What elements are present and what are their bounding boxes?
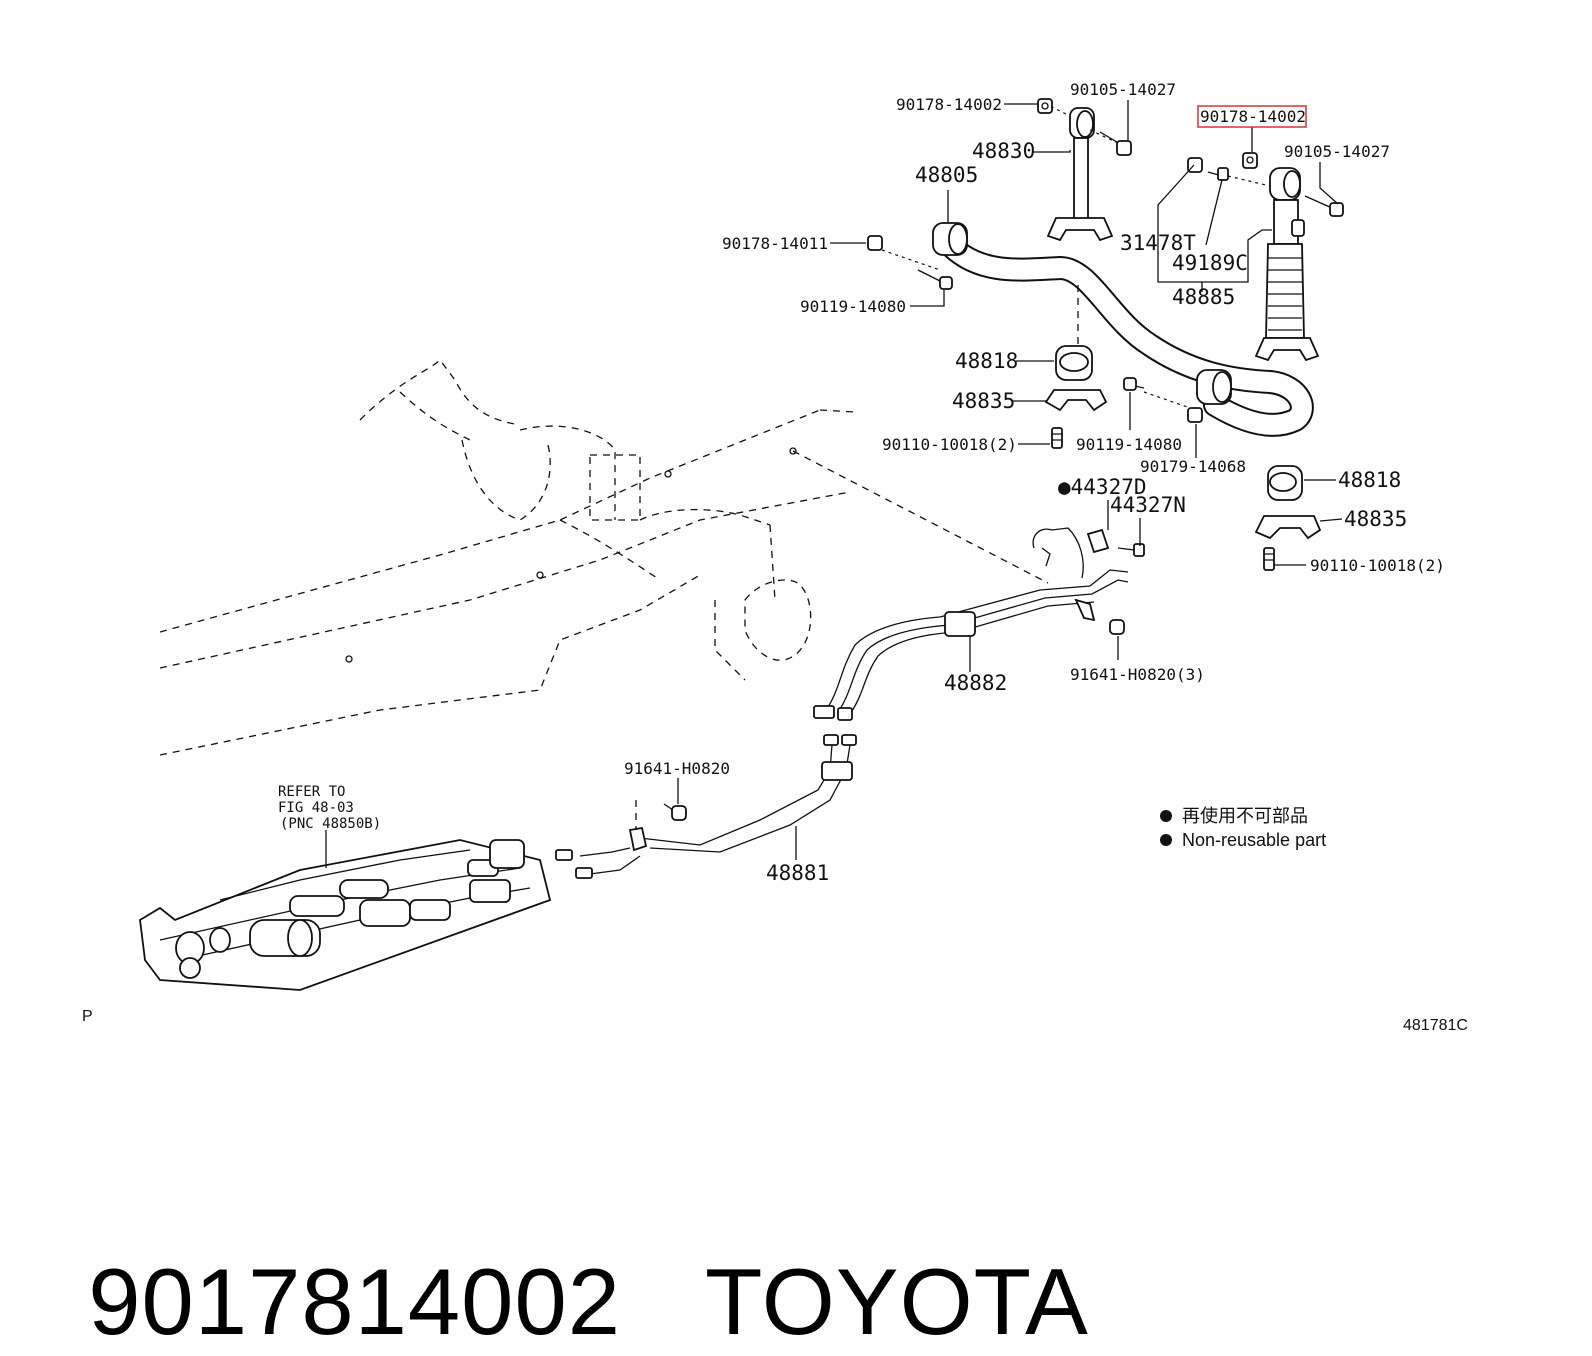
non-reusable-bullet-icon (1160, 810, 1172, 822)
label-90178-14002-highlight[interactable]: 90178-14002 (1200, 107, 1306, 126)
bushing-48818-left (1055, 345, 1093, 381)
refer-line-2: FIG 48-03 (278, 800, 354, 816)
label-90119-14080-left[interactable]: 90119-14080 (800, 297, 906, 316)
footer-part-number: 9017814002 (88, 1249, 622, 1354)
axle-leader (792, 450, 1049, 584)
label-91641-H0820-3[interactable]: 91641-H0820(3) (1070, 665, 1205, 684)
label-90105-14027-top[interactable]: 90105-14027 (1070, 80, 1176, 99)
actuator-assembly (139, 830, 552, 991)
left-mount-leader (881, 249, 941, 271)
label-49189C[interactable]: 49189C (1172, 251, 1248, 275)
label-48818-right[interactable]: 48818 (1338, 468, 1401, 492)
label-48805[interactable]: 48805 (915, 163, 978, 187)
nut-90179-14068 (1187, 407, 1203, 423)
parts-diagram: 90178-14002 90105-14027 90178-14002 9010… (82, 80, 1468, 1034)
footer-brand: TOYOTA (705, 1249, 1089, 1354)
bolt-49189C (1207, 167, 1229, 181)
leader-lines (677, 100, 1343, 860)
label-44327N[interactable]: 44327N (1110, 493, 1186, 517)
label-90178-14002-top[interactable]: 90178-14002 (896, 95, 1002, 114)
bolt-90105-14027-top (1099, 131, 1132, 156)
bolt-90110-10018-left (1051, 427, 1063, 449)
footer-caption: 9017814002 TOYOTA (34, 1140, 1089, 1356)
label-90179-14068[interactable]: 90179-14068 (1140, 457, 1246, 476)
mid-mount-leader (1143, 391, 1197, 411)
link-hardware-leader (1227, 175, 1271, 187)
legend-jp: 再使用不可部品 (1182, 806, 1308, 826)
label-31478T[interactable]: 31478T (1120, 231, 1196, 255)
bolt-90119-14080-left (917, 269, 953, 290)
label-91641-H0820[interactable]: 91641-H0820 (624, 759, 730, 778)
label-44327D[interactable]: ●44327D (1058, 475, 1147, 499)
label-90110-10018-left[interactable]: 90110-10018(2) (882, 435, 1017, 454)
label-48835-right[interactable]: 48835 (1344, 507, 1407, 531)
label-48830[interactable]: 48830 (972, 139, 1035, 163)
corner-mark-left: P (82, 1008, 93, 1025)
label-90119-14080-mid[interactable]: 90119-14080 (1076, 435, 1182, 454)
label-90105-14027-right[interactable]: 90105-14027 (1284, 142, 1390, 161)
brake-line-48882 (813, 527, 1145, 721)
bushing-48805 (932, 222, 968, 256)
refer-line-3: (PNC 48850B) (280, 816, 381, 832)
bolt-91641-H0820 (663, 803, 687, 821)
frame-axle-outline (159, 359, 856, 756)
bracket-48835-right (1254, 515, 1322, 540)
bolt-90119-14080-mid (1123, 377, 1145, 391)
nut-90178-14002-left (1037, 98, 1053, 114)
highlight-box (1197, 105, 1307, 128)
bolt-90105-14027-right (1304, 195, 1344, 217)
label-48881[interactable]: 48881 (766, 861, 829, 885)
refer-line-1: REFER TO (278, 784, 345, 800)
diagram-id: 481781C (1403, 1017, 1468, 1034)
label-48882[interactable]: 48882 (944, 671, 1007, 695)
legend-en: Non-reusable part (1182, 830, 1326, 850)
bracket-48835-left (1044, 389, 1108, 412)
part-labels: 90178-14002 90105-14027 90178-14002 9010… (278, 80, 1445, 885)
bushing-48805-right (1196, 369, 1232, 405)
nut-90178-14002-right (1242, 152, 1258, 169)
brake-line-48881 (555, 734, 857, 879)
nut-90178-14011 (867, 235, 883, 251)
bolt-91641-H0820-3 (1109, 619, 1125, 635)
link-48830 (1046, 105, 1121, 242)
legend: 再使用不可部品 Non-reusable part (1160, 806, 1326, 850)
label-48835-left[interactable]: 48835 (952, 389, 1015, 413)
label-90178-14011[interactable]: 90178-14011 (722, 234, 828, 253)
non-reusable-bullet-icon (1160, 834, 1172, 846)
bushing-48818-right (1267, 465, 1303, 501)
bolt-90110-10018-right (1263, 547, 1275, 571)
link-48885 (1254, 167, 1320, 362)
label-48885[interactable]: 48885 (1172, 285, 1235, 309)
stabilizer-bar (938, 233, 1314, 437)
label-90110-10018-right[interactable]: 90110-10018(2) (1310, 556, 1445, 575)
label-48818-left[interactable]: 48818 (955, 349, 1018, 373)
